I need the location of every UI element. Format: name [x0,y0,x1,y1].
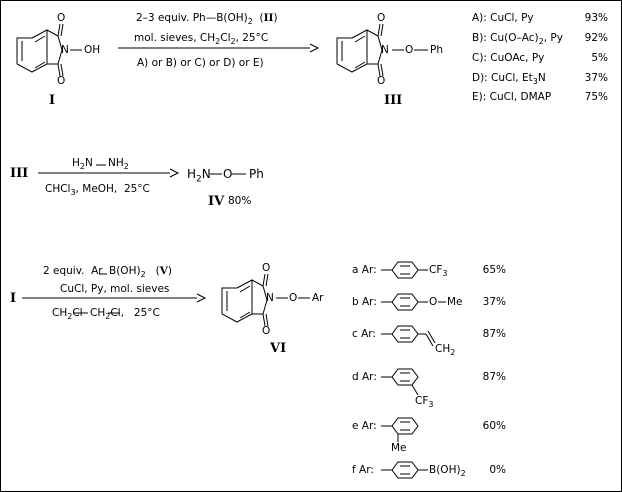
catalyst-A: A): CuCl, Py [472,12,534,24]
atom-N-III: N [381,44,389,56]
aryl-c-key: c Ar: [352,328,376,340]
atom-O-top-VI: O [262,262,271,274]
atom-N-I: N [61,44,69,56]
atom-N-VI: N [266,292,274,304]
aryl-e-key: e Ar: [352,420,377,432]
aryl-b [381,293,446,311]
aryl-f [381,461,428,479]
aryl-c-sub: CH2 [435,343,456,358]
reagent-hydrazine: H2N [72,157,93,172]
conditions-1-line2: mol. sieves, CH2Cl2, 25°C [134,32,269,47]
conditions-3-line2: CuCl, Py, mol. sieves [60,283,170,295]
structure-I [16,23,82,77]
conditions-3-line1b: B(OH)2 (V) [109,265,173,280]
aryl-f-sub: B(OH)2 [429,464,466,479]
aryl-d-yield: 87% [482,371,506,383]
aryl-d [381,368,419,396]
label-VI: VI [270,341,287,356]
aryl-a-sub: CF3 [429,264,448,279]
atom-O-III: O [405,44,414,56]
yield-IV: 80% [228,195,252,207]
atom-O-bottom-III: O [377,75,386,87]
product-IV-O: O [223,167,233,181]
aryl-b-yield: 37% [482,296,506,308]
product-IV-Ph: Ph [249,167,264,181]
catalyst-D-yield: 37% [584,72,608,84]
label-III-start: III [10,166,29,181]
catalyst-C-yield: 5% [591,52,608,64]
label-I: I [49,93,56,108]
atom-Ar-VI: Ar [312,292,324,304]
aryl-e-sub: Me [391,442,407,454]
aryl-e [381,417,419,442]
atom-Ph-III: Ph [430,44,443,56]
atom-O-bottom-I: O [57,75,66,87]
label-IV: IV [208,194,225,209]
aryl-f-key: f Ar: [352,464,374,476]
atom-O-bottom-VI: O [262,325,271,337]
aryl-a [381,261,428,279]
aryl-d-key: d Ar: [352,371,377,383]
aryl-b-key: b Ar: [352,296,377,308]
catalyst-D: D): CuCl, Et3N [472,72,546,87]
catalyst-E-yield: 75% [584,91,608,103]
atom-OH-I: OH [84,44,101,56]
conditions-1-line3: A) or B) or C) or D) or E) [137,57,264,69]
conditions-1-line1: 2–3 equiv. Ph—B(OH)2 (II) [136,12,278,27]
aryl-c-yield: 87% [482,328,506,340]
conditions-3-line3b: CH2Cl, 25°C [90,307,160,322]
reagent-hydrazine-2: NH2 [108,157,129,172]
catalyst-C: C): CuOAc, Py [472,52,545,64]
aryl-b-Me: Me [447,296,463,308]
label-III: III [384,93,403,108]
atom-O-VI: O [289,292,298,304]
aryl-a-yield: 65% [482,264,506,276]
catalyst-B: B): Cu(O–Ac)2, Py [472,32,563,47]
catalyst-B-yield: 92% [584,32,608,44]
product-IV-H2N: H2N [187,167,211,185]
structure-III [336,23,428,77]
aryl-a-key: a Ar: [352,264,377,276]
reagent-solvent-2: CHCl3, MeOH, 25°C [45,183,150,198]
atom-O-top-III: O [377,12,386,24]
aryl-c [381,325,436,347]
aryl-e-yield: 60% [482,420,506,432]
aryl-f-yield: 0% [489,464,506,476]
label-I-start: I [10,291,17,306]
catalyst-E: E): CuCl, DMAP [472,91,552,103]
conditions-3-line1: 2 equiv. Ar [43,265,103,277]
aryl-d-sub: CF3 [415,395,434,410]
catalyst-A-yield: 93% [584,12,608,24]
aryl-b-O: O [429,296,438,308]
structure-VI [221,273,310,327]
atom-O-top-I: O [57,12,66,24]
conditions-3-line3a: CH2Cl [52,307,83,322]
